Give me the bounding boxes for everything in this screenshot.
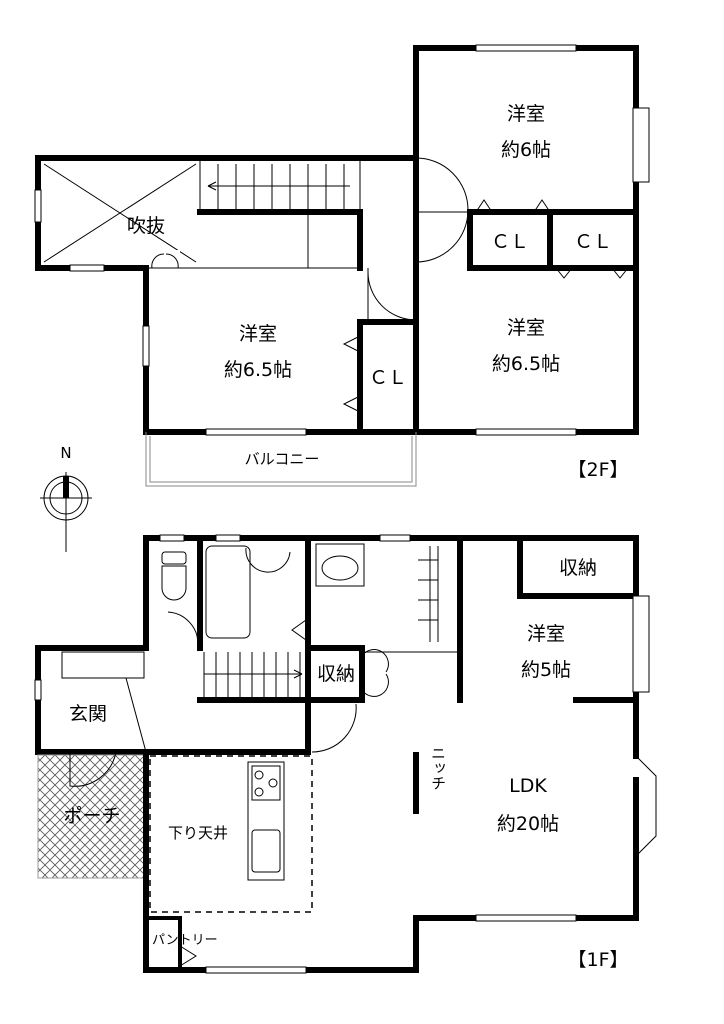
niche-label: ニッチ bbox=[429, 746, 447, 791]
ldk-name: LDK bbox=[509, 775, 547, 797]
closet-label: ＣＬ bbox=[369, 367, 407, 389]
floor-1f-badge: 【1F】 bbox=[567, 949, 628, 971]
room-2f-sw-name: 洋室 bbox=[239, 323, 277, 345]
floor-2f-badge: 【2F】 bbox=[567, 459, 628, 481]
pantry-label: パントリー bbox=[152, 933, 218, 948]
storage-hall-label: 収納 bbox=[317, 663, 355, 685]
balcony-label: バルコニー bbox=[245, 450, 320, 468]
entrance-label: 玄関 bbox=[69, 703, 107, 725]
porch-label: ポーチ bbox=[63, 805, 120, 827]
room-2f-ne-size: 約6帖 bbox=[501, 139, 551, 161]
room-2f-sw-size: 約6.5帖 bbox=[224, 359, 292, 381]
floor-1f: 洋室 約5帖 収納 収納 玄関 ポーチ 下り天井 ニッチ LDK 約20帖 パン… bbox=[34, 534, 657, 974]
room-2f-se-size: 約6.5帖 bbox=[492, 353, 560, 375]
lowered-ceiling-label: 下り天井 bbox=[168, 824, 228, 842]
void-label: 吹抜 bbox=[127, 215, 165, 237]
north-compass: N bbox=[40, 444, 92, 552]
ldk-size: 約20帖 bbox=[497, 813, 559, 835]
room-2f-ne-name: 洋室 bbox=[507, 103, 545, 125]
room-1f-bedroom-name: 洋室 bbox=[527, 623, 565, 645]
niche-wall bbox=[413, 752, 419, 814]
room-2f-se-name: 洋室 bbox=[507, 317, 545, 339]
room-1f-bedroom-size: 約5帖 bbox=[521, 659, 571, 681]
storage-bedroom-label: 収納 bbox=[559, 557, 597, 579]
closet-label: ＣＬ bbox=[491, 231, 529, 253]
closet-label: ＣＬ bbox=[574, 231, 612, 253]
north-label: N bbox=[60, 444, 71, 462]
floor-2f: 洋室 約6帖 洋室 約6.5帖 洋室 約6.5帖 ＣＬ ＣＬ ＣＬ 吹抜 バルコ… bbox=[34, 44, 650, 487]
